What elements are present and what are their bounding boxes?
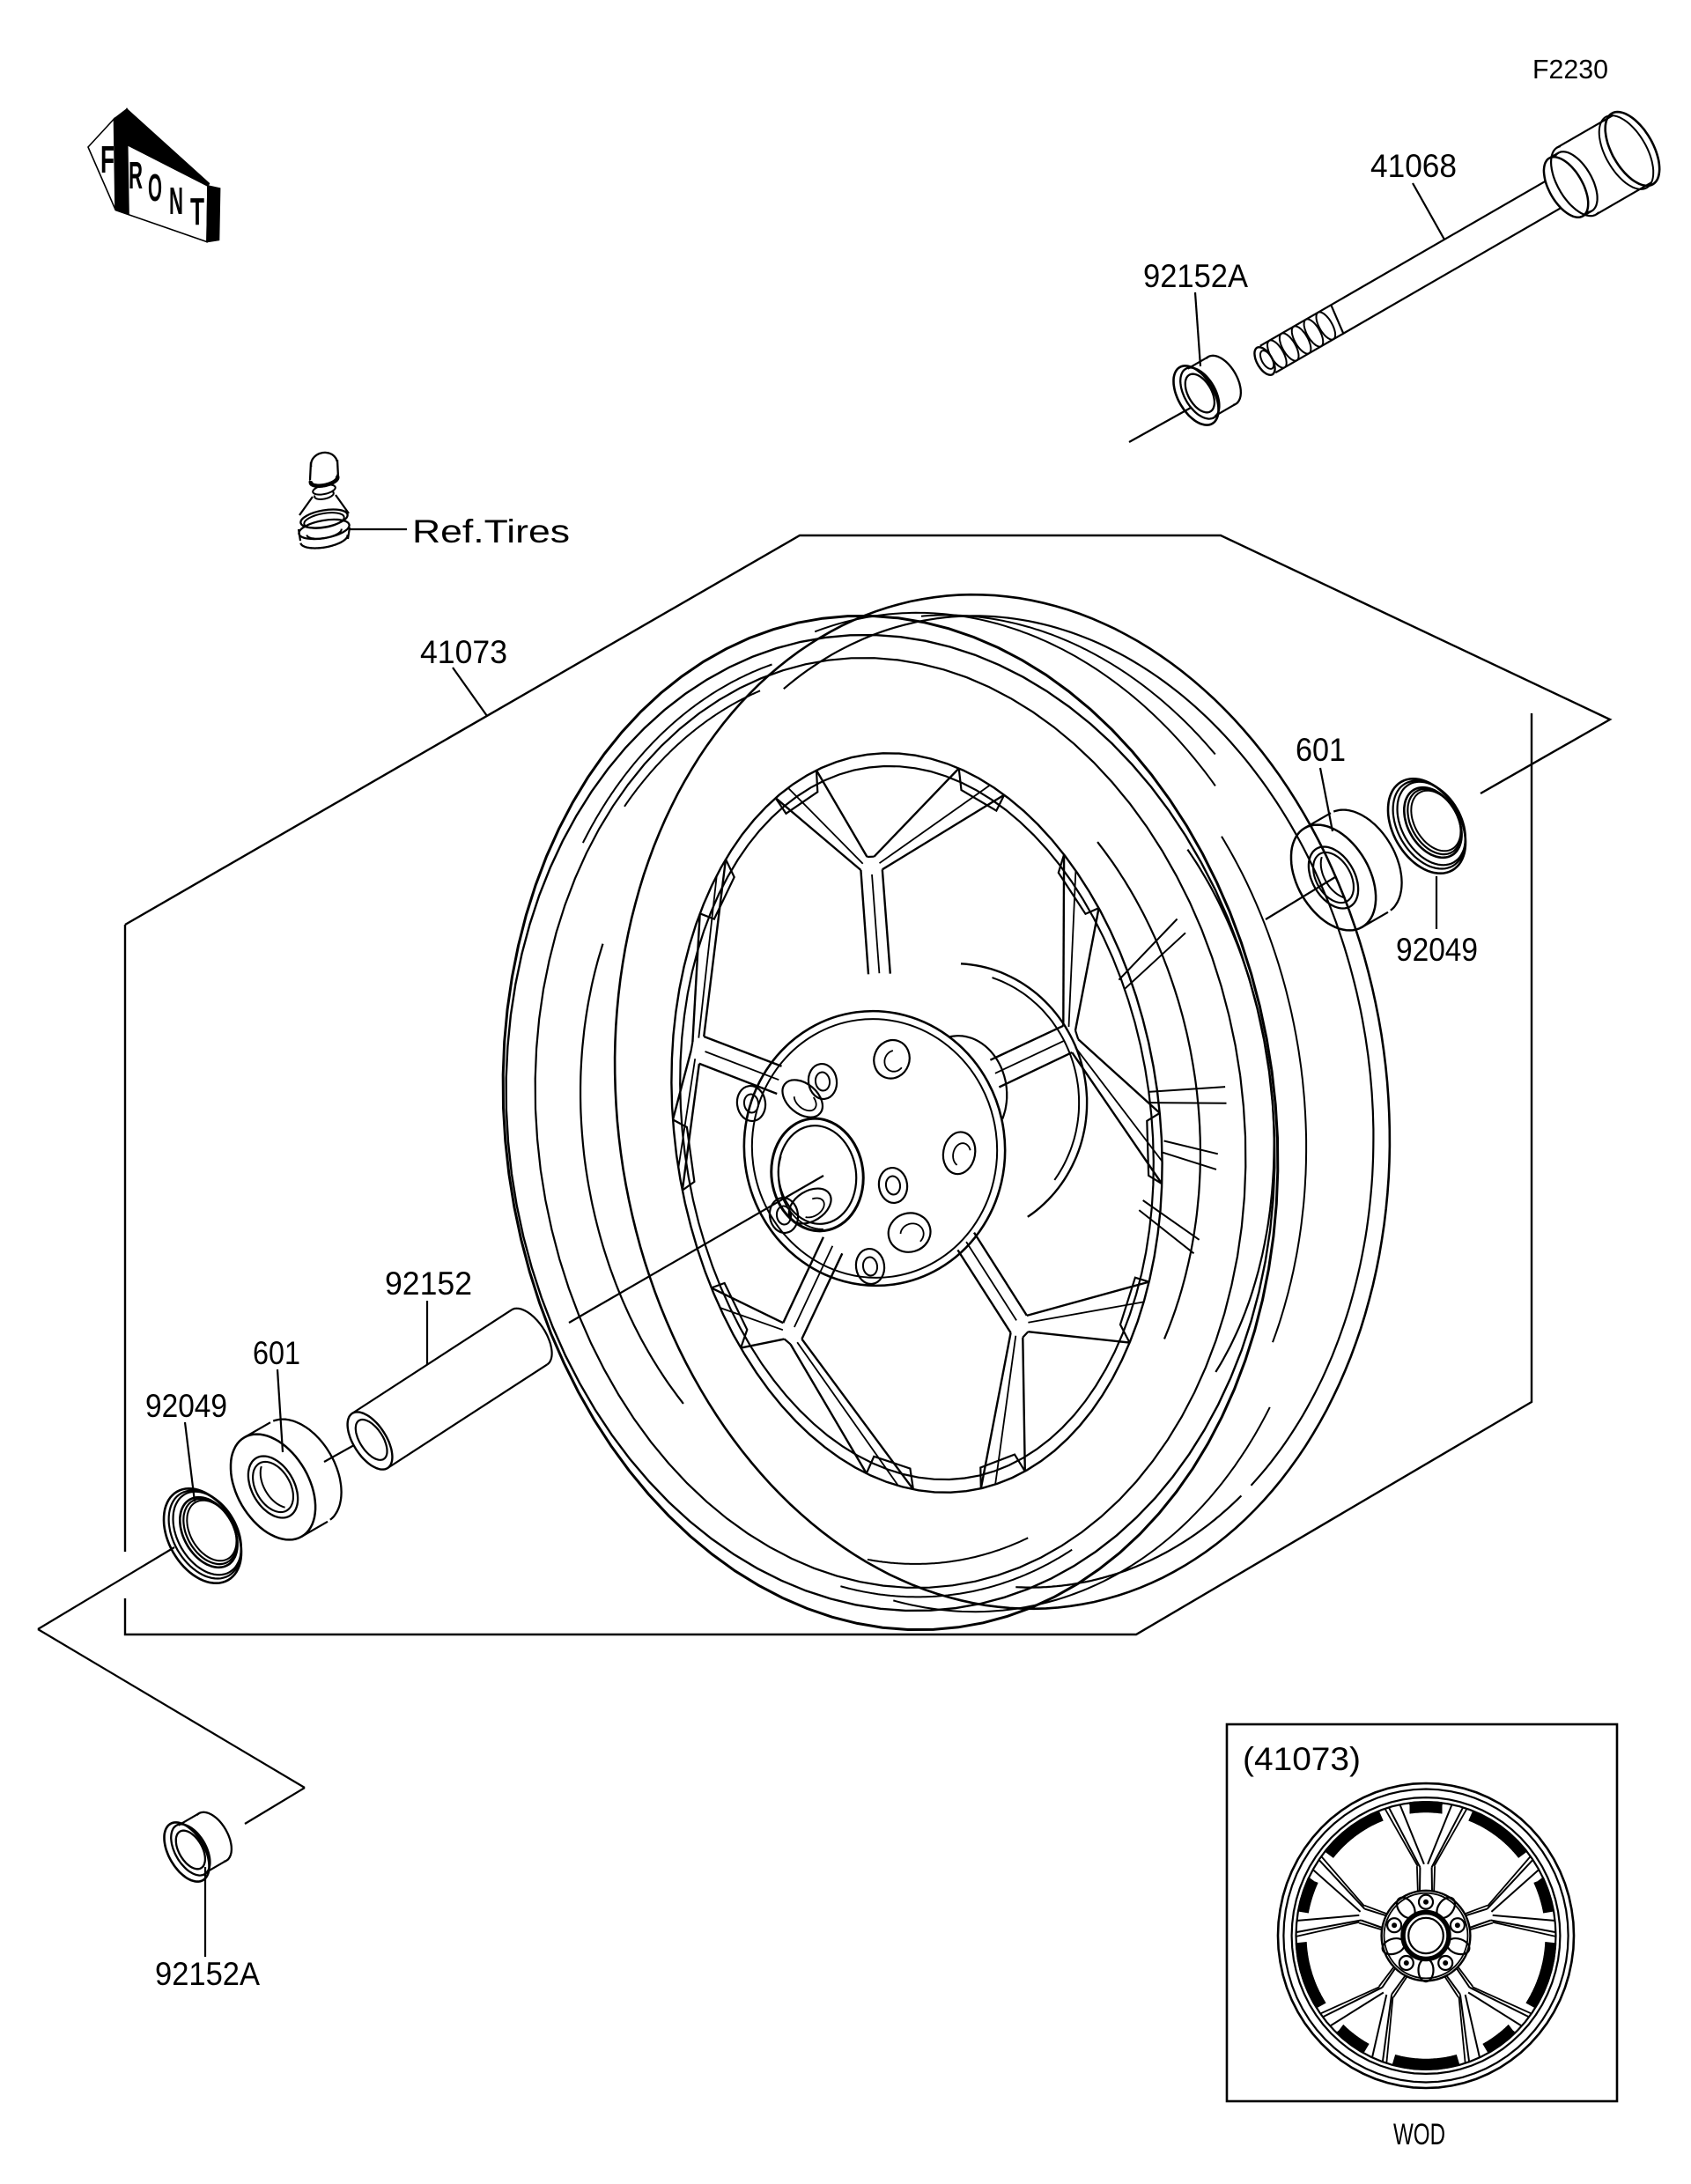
svg-text:F2230: F2230	[1532, 54, 1608, 85]
svg-text:R: R	[129, 154, 143, 197]
svg-text:92152: 92152	[385, 1265, 472, 1302]
svg-text:T: T	[190, 190, 204, 233]
svg-text:Ref.Tires: Ref.Tires	[412, 513, 570, 550]
svg-text:O: O	[148, 166, 162, 210]
svg-text:92049: 92049	[145, 1388, 227, 1424]
svg-text:N: N	[169, 180, 183, 223]
svg-text:601: 601	[253, 1335, 300, 1371]
svg-text:41073: 41073	[420, 634, 507, 670]
svg-text:(41073): (41073)	[1243, 1741, 1361, 1777]
svg-text:601: 601	[1296, 732, 1346, 768]
svg-text:92152A: 92152A	[1143, 258, 1248, 294]
svg-text:F: F	[100, 138, 114, 181]
svg-text:WOD: WOD	[1393, 2118, 1445, 2151]
svg-text:92152A: 92152A	[155, 1956, 260, 1992]
svg-text:41068: 41068	[1370, 148, 1457, 184]
svg-text:92049: 92049	[1396, 932, 1478, 968]
